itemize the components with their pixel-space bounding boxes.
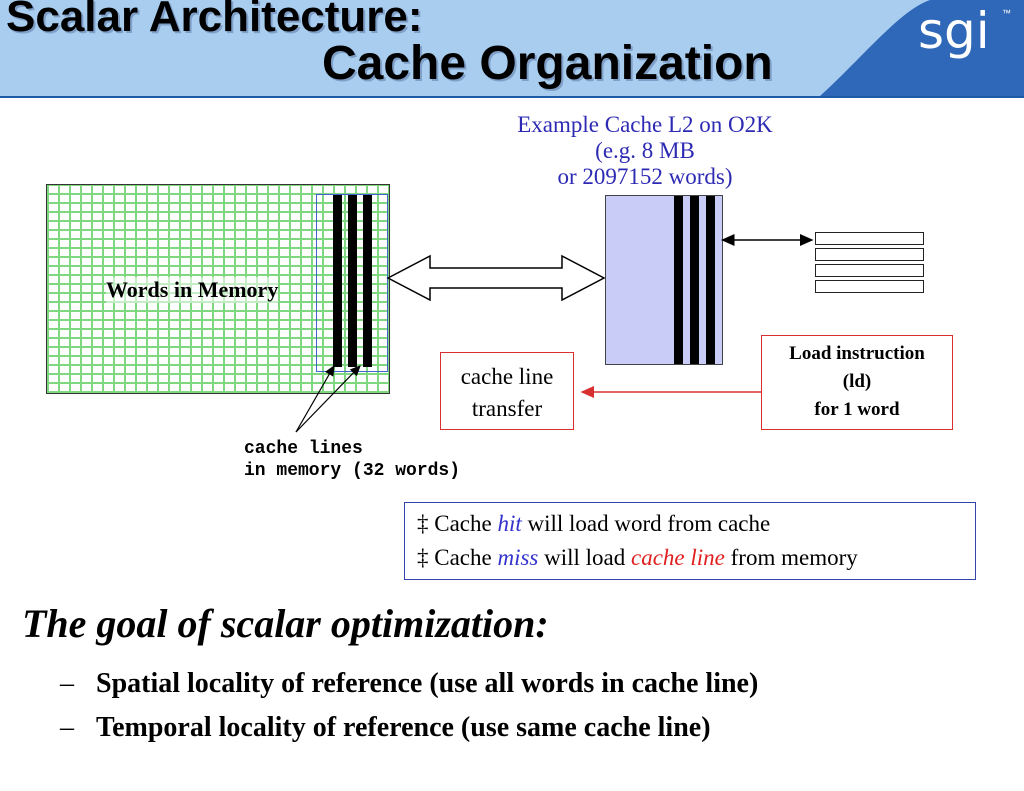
example-cache-caption: Example Cache L2 on O2K (e.g. 8 MB or 20… <box>470 112 820 190</box>
goal-heading: The goal of scalar optimization: <box>22 601 549 646</box>
memory-cache-line-bar <box>333 195 342 367</box>
cache-hit-line: ‡ Cache hit will load word from cache <box>417 507 975 541</box>
cache-lines-caption-line-1: cache lines <box>244 439 363 459</box>
example-line-1: Example Cache L2 on O2K <box>517 112 773 137</box>
load-instruction-line-1: Load instruction <box>789 343 925 364</box>
cache-miss-line: ‡ Cache miss will load cache line from m… <box>417 541 975 575</box>
goal-bullet-text: Spatial locality of reference (use all w… <box>96 668 759 699</box>
cache-lines-pointer-arrow <box>295 364 335 433</box>
miss-mid: will load <box>538 545 632 570</box>
cache-line-transfer-line-2: transfer <box>471 396 543 421</box>
title-line-1: Scalar Architecture: <box>6 0 423 41</box>
memory-cache-line-bar <box>363 195 372 367</box>
title-line-2: Cache Organization <box>322 37 773 90</box>
hit-miss-box: ‡ Cache hit will load word from cache ‡ … <box>404 502 976 580</box>
miss-bullet: ‡ <box>417 545 429 570</box>
example-line-2: (e.g. 8 MB <box>595 138 695 163</box>
cache-line-transfer-box: cache line transfer <box>440 352 574 430</box>
hit-pre: Cache <box>434 511 498 536</box>
hit-emphasis: hit <box>497 511 522 536</box>
cache-line-transfer-line-1: cache line <box>460 364 554 389</box>
load-instruction-line-2: (ld) <box>842 371 872 392</box>
load-instruction-box: Load instruction (ld) for 1 word <box>761 335 953 430</box>
cache-lines-caption-line-2: in memory (32 words) <box>244 461 461 481</box>
header-decoration <box>820 0 1024 96</box>
goal-bullet-text: Temporal locality of reference (use same… <box>96 712 711 743</box>
register-slot <box>815 248 924 261</box>
trademark-symbol: ™ <box>1002 8 1011 18</box>
register-slot <box>815 280 924 293</box>
hit-bullet: ‡ <box>417 511 429 536</box>
miss-emphasis: miss <box>497 545 539 570</box>
goal-bullet-temporal: –Temporal locality of reference (use sam… <box>60 712 711 744</box>
header-banner <box>0 0 1024 98</box>
miss-post: from memory <box>724 545 858 570</box>
hit-post: will load word from cache <box>521 511 771 536</box>
goal-bullet-spatial: –Spatial locality of reference (use all … <box>60 668 758 700</box>
memory-cache-line-bar <box>348 195 357 367</box>
cache-line-bar <box>690 196 699 364</box>
load-instruction-line-3: for 1 word <box>814 399 900 420</box>
bullet-dash: – <box>60 668 74 699</box>
cache-line-bar <box>674 196 683 364</box>
cache-lines-pointer-arrow <box>295 365 361 433</box>
register-slot <box>815 264 924 277</box>
miss-pre: Cache <box>434 545 498 570</box>
cache-block <box>605 195 723 365</box>
cache-lines-caption: cache lines in memory (32 words) <box>244 438 460 482</box>
bullet-dash: – <box>60 712 74 743</box>
cache-line-emphasis: cache line <box>631 545 725 570</box>
example-line-3: or 2097152 words) <box>557 164 733 189</box>
register-slot <box>815 232 924 245</box>
sgi-logo: sgi <box>918 2 990 60</box>
words-in-memory-label: Words in Memory <box>106 277 279 303</box>
transfer-double-arrow <box>386 254 606 302</box>
cache-line-bar <box>706 196 715 364</box>
